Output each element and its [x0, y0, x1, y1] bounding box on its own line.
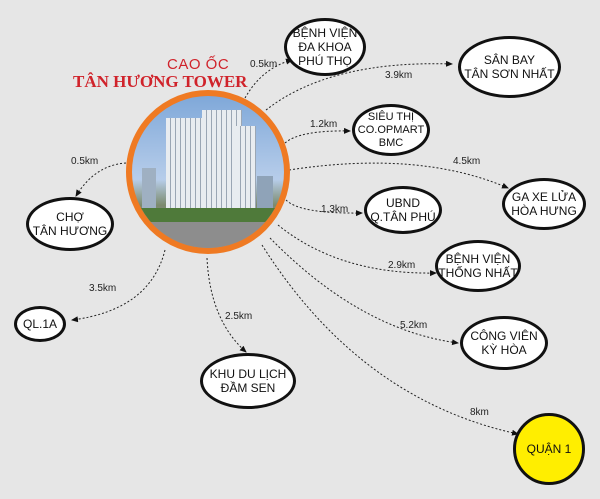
- node-quan-1: QUẬN 1: [513, 413, 585, 485]
- title-line-1: CAO ỐC: [167, 56, 230, 73]
- distance-label: 2.5km: [225, 311, 253, 322]
- distance-label: 5.2km: [400, 320, 428, 331]
- distance-label: 8km: [470, 407, 489, 418]
- title-line-2: TÂN HƯƠNG TOWER: [73, 72, 248, 91]
- distance-label: 0.5km: [250, 59, 278, 70]
- distance-label: 0.5km: [71, 156, 99, 167]
- distance-label: 1.2km: [310, 119, 338, 130]
- distance-label: 4.5km: [453, 156, 481, 167]
- distance-label: 3.9km: [385, 70, 413, 81]
- tower-photo-hub: [126, 90, 290, 254]
- distance-label: 3.5km: [89, 283, 117, 294]
- distance-label: 2.9km: [388, 260, 416, 271]
- node-ql-1a: QL.1A: [14, 306, 66, 342]
- distance-label: 1.3km: [321, 204, 349, 215]
